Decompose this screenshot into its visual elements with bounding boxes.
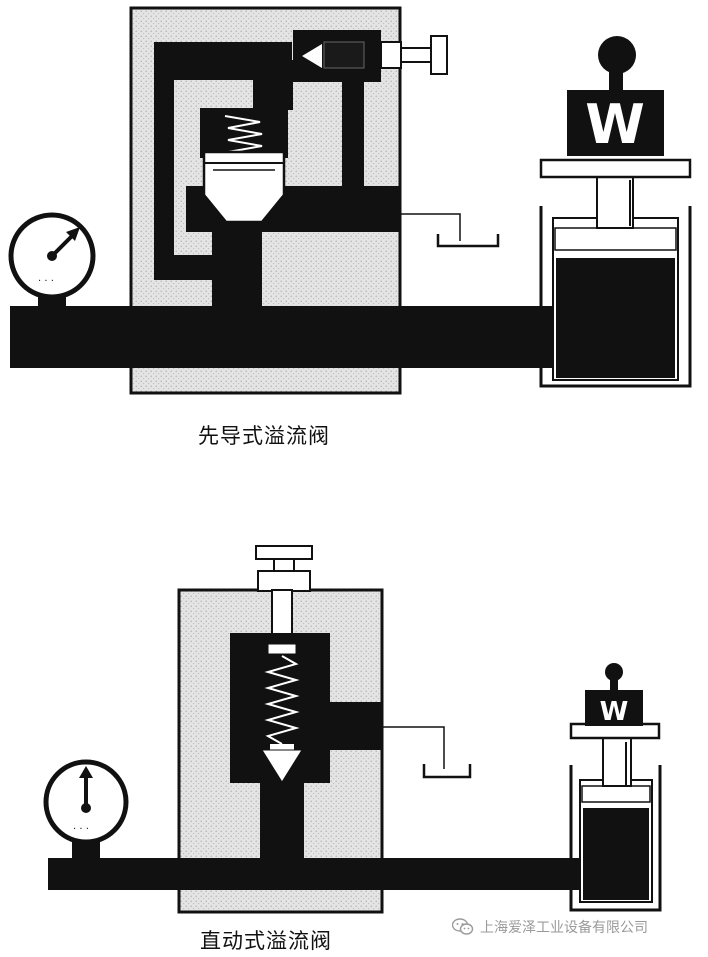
wechat-icon bbox=[451, 918, 474, 936]
main-pipe bbox=[10, 306, 555, 368]
svg-text:· · ·: · · · bbox=[38, 276, 54, 287]
pilot-poppet bbox=[302, 44, 322, 68]
pressure-gauge-2: · · · bbox=[43, 759, 129, 860]
main-pipe-2 bbox=[48, 858, 588, 890]
drain-line bbox=[400, 213, 461, 241]
tank-symbol-2 bbox=[422, 764, 472, 779]
direct-spring bbox=[264, 655, 300, 745]
pressure-gauge: · · · bbox=[8, 212, 96, 308]
inlet-channel bbox=[212, 246, 262, 306]
top-channel bbox=[253, 60, 293, 110]
caption-direct-relief-valve: 直动式溢流阀 bbox=[200, 929, 332, 953]
weight-label: W bbox=[585, 93, 645, 156]
direct-poppet bbox=[261, 749, 303, 783]
pilot-relief-valve: · · · bbox=[8, 6, 692, 395]
weight-block-2 bbox=[585, 690, 643, 726]
svg-text:· · ·: · · · bbox=[73, 824, 89, 835]
main-spring-chamber bbox=[200, 108, 288, 158]
load-cylinder bbox=[539, 36, 692, 388]
outlet-passage-2 bbox=[330, 702, 382, 750]
load-cylinder-2 bbox=[569, 663, 662, 912]
tank-symbol bbox=[436, 234, 500, 248]
weight-label-2: W bbox=[600, 697, 629, 727]
direct-relief-valve: · · · bbox=[43, 545, 662, 914]
pilot-drain-channel bbox=[342, 82, 364, 194]
watermark: 上海爱泽工业设备有限公司 bbox=[451, 917, 648, 937]
caption-pilot-relief-valve: 先导式溢流阀 bbox=[198, 424, 330, 448]
adjusting-screw-2 bbox=[255, 545, 313, 641]
pilot-spring-box bbox=[323, 41, 365, 69]
watermark-text: 上海爱泽工业设备有限公司 bbox=[480, 920, 648, 936]
weight-block bbox=[567, 90, 664, 156]
drain-line-2 bbox=[382, 726, 445, 769]
inlet-channel-2 bbox=[260, 783, 304, 863]
spring-cap bbox=[267, 643, 297, 655]
adjusting-screw bbox=[380, 35, 448, 75]
